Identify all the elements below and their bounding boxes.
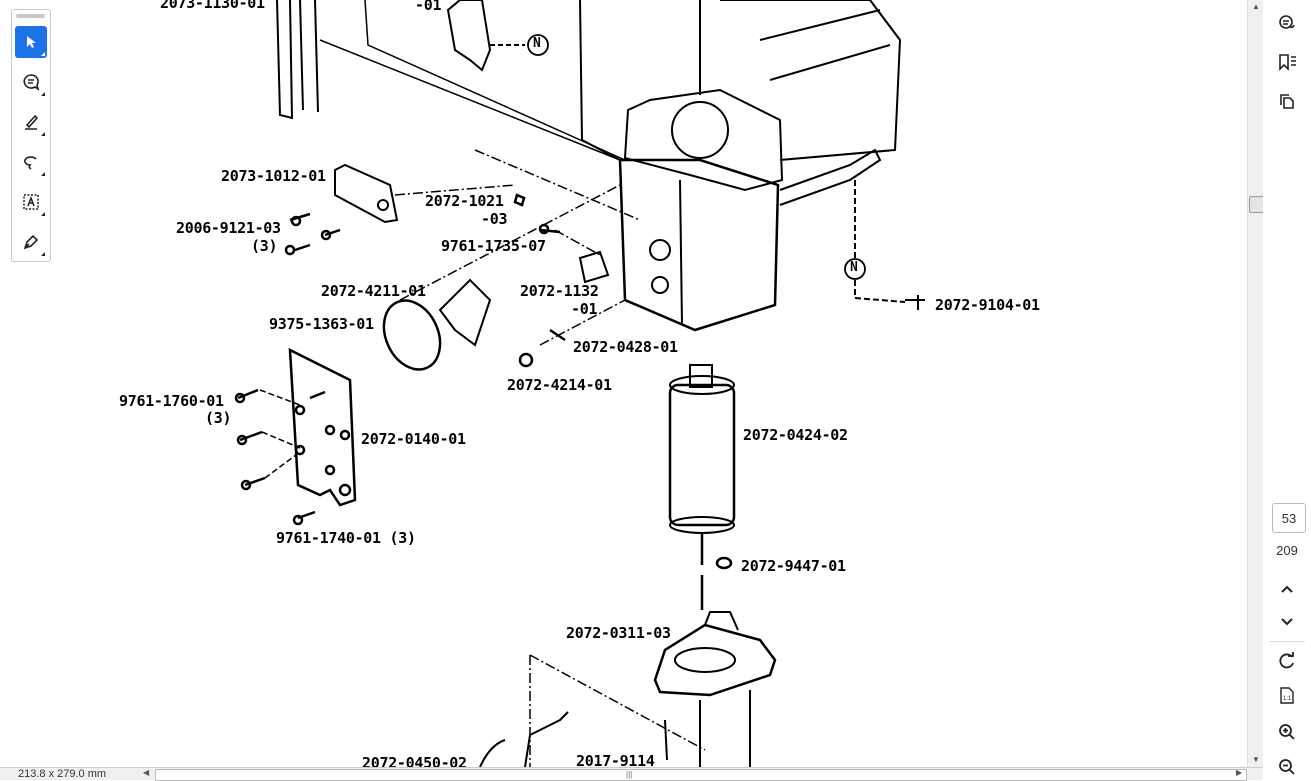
part-label: 9761-1740-01 (3) bbox=[276, 529, 416, 547]
toolbar-grip[interactable] bbox=[16, 14, 45, 18]
next-page-icon bbox=[1281, 618, 1293, 626]
part-label: 2073-1012-01 bbox=[221, 167, 326, 185]
comments-icon bbox=[1279, 15, 1295, 29]
actual-size-button[interactable]: 1:1 bbox=[1275, 684, 1299, 708]
comments-panel-button[interactable] bbox=[1275, 11, 1299, 35]
pages-icon bbox=[1280, 94, 1294, 109]
cursor-arrow-icon bbox=[27, 36, 36, 48]
next-page-button[interactable] bbox=[1275, 610, 1299, 634]
highlight-tool-button[interactable] bbox=[15, 106, 47, 138]
part-label: (3) bbox=[205, 409, 232, 427]
horizontal-scroll-thumb-grip[interactable]: ||| bbox=[626, 770, 633, 779]
part-label: 2072-4211-01 bbox=[321, 282, 426, 300]
part-label: 2072-9447-01 bbox=[741, 557, 846, 575]
comment-tool-button[interactable] bbox=[15, 66, 47, 98]
part-label: 2017-9114 bbox=[576, 752, 655, 767]
actual-size-icon: 1:1 bbox=[1280, 687, 1294, 704]
fountain-pen-icon bbox=[23, 234, 39, 250]
previous-page-icon bbox=[1281, 585, 1293, 593]
callout-n: N bbox=[533, 36, 541, 51]
scroll-left-arrow-icon[interactable]: ◀ bbox=[143, 768, 150, 777]
part-label: 2072-0140-01 bbox=[361, 430, 466, 448]
part-label: 2072-0311-03 bbox=[566, 624, 671, 642]
part-label: 2072-0450-02 bbox=[362, 754, 467, 767]
svg-text:1:1: 1:1 bbox=[1283, 696, 1292, 702]
status-bar: 213.8 x 279.0 mm ◀ ||| ▶ bbox=[0, 767, 1263, 781]
select-tool-button[interactable] bbox=[15, 26, 47, 58]
pages-panel-button[interactable] bbox=[1275, 89, 1299, 113]
bookmarks-panel-button[interactable] bbox=[1275, 50, 1299, 74]
part-label: 2072-9104-01 bbox=[935, 296, 1040, 314]
part-label: 2006-9121-03 bbox=[176, 219, 281, 237]
scroll-right-arrow-icon[interactable]: ▶ bbox=[1236, 768, 1243, 777]
panel-divider bbox=[1269, 641, 1305, 642]
scroll-up-arrow-icon[interactable]: ▲ bbox=[1252, 2, 1260, 11]
part-label: 2072-0424-02 bbox=[743, 426, 848, 444]
vertical-scroll-thumb[interactable] bbox=[1249, 196, 1264, 213]
callout-n: N bbox=[850, 260, 858, 275]
part-label: 2073-1130-01 bbox=[160, 0, 265, 12]
part-label: 9375-1363-01 bbox=[269, 315, 374, 333]
right-side-panel: 53 209 1:1 bbox=[1263, 0, 1311, 779]
part-label: 2072-4214-01 bbox=[507, 376, 612, 394]
part-label: (3) bbox=[251, 237, 278, 255]
part-label: 2072-0428-01 bbox=[573, 338, 678, 356]
zoom-out-button[interactable] bbox=[1275, 755, 1299, 779]
part-label: 9761-1735-07 bbox=[441, 237, 546, 255]
comment-bubble-icon bbox=[23, 74, 40, 91]
document-viewport[interactable]: 2073-1130-01 -01 2073-1012-01 2072-1021 … bbox=[0, 0, 1247, 767]
text-select-tool-button[interactable] bbox=[15, 186, 47, 218]
page-size-readout: 213.8 x 279.0 mm bbox=[18, 768, 107, 780]
rotate-button[interactable] bbox=[1275, 649, 1299, 673]
horizontal-scrollbar[interactable]: ||| bbox=[155, 769, 1247, 781]
zoom-in-icon bbox=[1279, 724, 1295, 740]
total-pages: 209 bbox=[1276, 543, 1298, 558]
scroll-down-arrow-icon[interactable]: ▼ bbox=[1252, 755, 1260, 764]
sign-tool-button[interactable] bbox=[15, 226, 47, 258]
zoom-in-button[interactable] bbox=[1275, 720, 1299, 744]
annotation-toolbar bbox=[11, 9, 51, 262]
rotate-icon bbox=[1279, 652, 1294, 669]
part-label: 9761-1760-01 bbox=[119, 392, 224, 410]
part-label: -01 bbox=[571, 300, 598, 318]
bookmarks-icon bbox=[1279, 54, 1296, 71]
lasso-icon bbox=[24, 156, 37, 170]
current-page-input[interactable]: 53 bbox=[1272, 503, 1306, 533]
part-label: -01 bbox=[415, 0, 442, 14]
part-label: 2072-1132 bbox=[520, 282, 599, 300]
parts-diagram bbox=[234, 0, 925, 767]
highlighter-pen-icon bbox=[25, 114, 39, 130]
zoom-out-icon bbox=[1279, 759, 1295, 775]
part-label: -03 bbox=[481, 210, 508, 228]
vertical-scrollbar[interactable]: ▲ ▼ bbox=[1247, 0, 1264, 767]
part-label: 2072-1021 bbox=[425, 192, 504, 210]
previous-page-button[interactable] bbox=[1275, 577, 1299, 601]
lasso-tool-button[interactable] bbox=[15, 146, 47, 178]
text-box-icon bbox=[23, 194, 39, 210]
